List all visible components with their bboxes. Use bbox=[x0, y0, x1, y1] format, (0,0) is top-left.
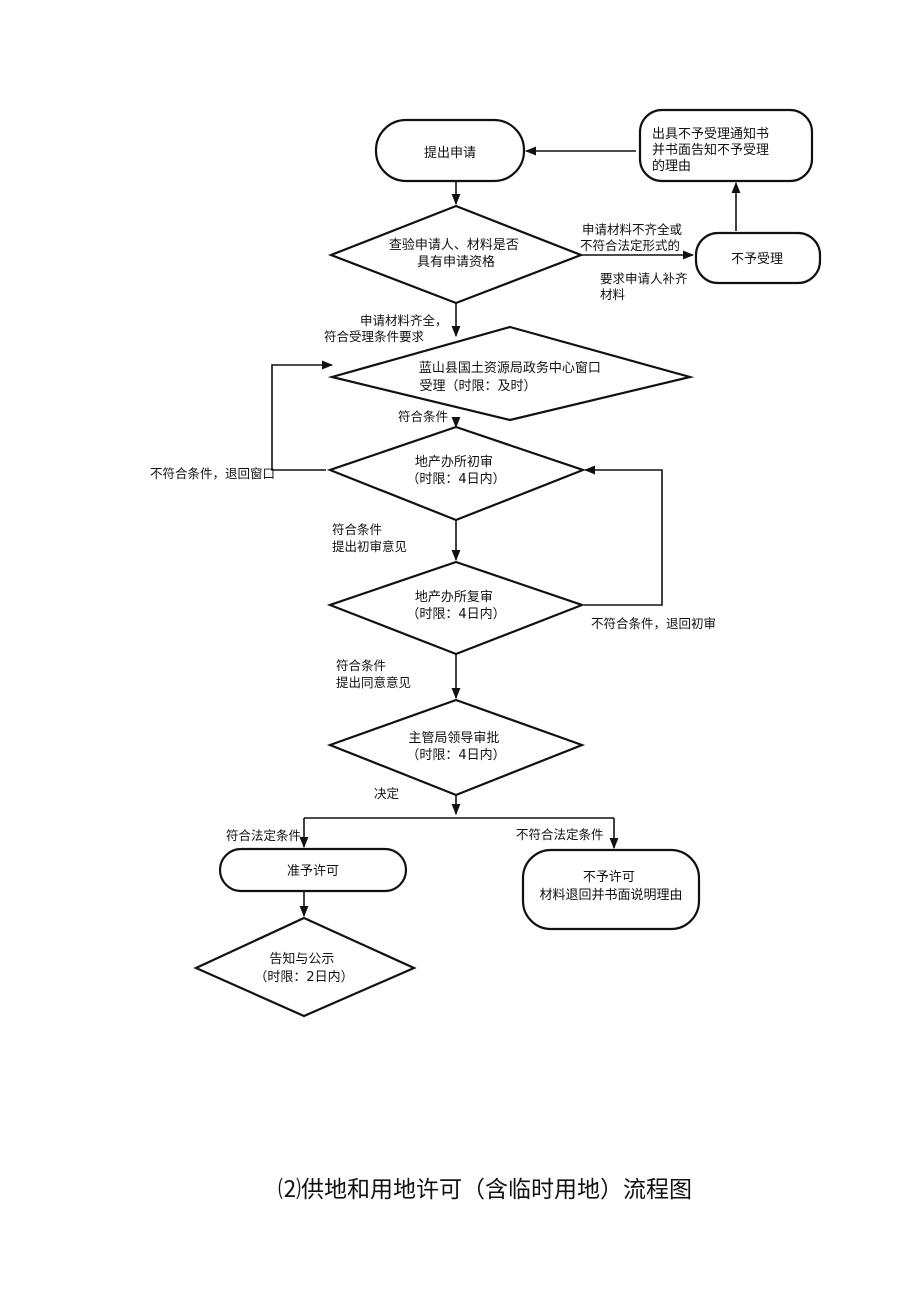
first-opinion-label: 符合条件 提出初审意见 bbox=[332, 522, 407, 554]
first-review-label: 地产办所初审 （时限：4日内） bbox=[406, 455, 505, 487]
supplement-materials-label: 要求申请人补齐 材料 bbox=[600, 271, 692, 302]
window-acceptance-diamond bbox=[327, 325, 695, 422]
edge-first-review-back-to-window bbox=[271, 360, 334, 471]
decision-label: 决定 bbox=[374, 786, 399, 801]
second-review-label: 地产办所复审 （时限：4日内） bbox=[406, 590, 505, 622]
reject-node bbox=[694, 231, 822, 285]
not-legal-conditions-label: 不符合法定条件 bbox=[516, 827, 604, 842]
edge-second-review-back-to-first bbox=[583, 465, 663, 606]
figure-caption: ⑵供地和用地许可（含临时用地）流程图 bbox=[278, 1177, 692, 1203]
first-review-diamond bbox=[326, 425, 587, 522]
notify-label: 告知与公示 （时限：2日内） bbox=[254, 951, 353, 985]
permit-label: 准予许可 bbox=[287, 864, 339, 879]
leader-approval-label: 主管局领导审批 （时限：4日内） bbox=[406, 731, 505, 763]
apply-node bbox=[374, 118, 526, 183]
check-eligibility-diamond bbox=[327, 204, 585, 305]
qualified-label: 符合条件 bbox=[398, 409, 448, 424]
agree-opinion-label: 符合条件 提出同意意见 bbox=[336, 658, 411, 690]
apply-label: 提出申请 bbox=[424, 145, 476, 161]
back-to-window-label: 不符合条件，退回窗口 bbox=[150, 466, 275, 481]
second-review-diamond bbox=[326, 560, 586, 656]
flow-connectors bbox=[271, 146, 741, 918]
window-acceptance-label: 蓝山县国土资源局政务中心窗口 受理（时限：及时） bbox=[419, 360, 605, 394]
flow-node-labels: 提出申请 出具不予受理通知书 并书面告知不予受理 的理由 查验申请人、材料是否 … bbox=[254, 126, 783, 985]
back-to-first-review-label: 不符合条件，退回初审 bbox=[591, 616, 716, 631]
reject-label: 不予受理 bbox=[731, 252, 783, 267]
approval-flowchart: 提出申请 出具不予受理通知书 并书面告知不予受理 的理由 查验申请人、材料是否 … bbox=[150, 108, 822, 1018]
legal-conditions-label: 符合法定条件 bbox=[226, 828, 301, 843]
incomplete-materials-label: 申请材料不齐全或 不符合法定形式的 bbox=[580, 222, 686, 253]
complete-materials-label: 申请材料齐全， 符合受理条件要求 bbox=[324, 313, 452, 344]
no-permit-node bbox=[521, 848, 701, 931]
not-accepted-notice-node bbox=[638, 108, 814, 183]
not-accepted-notice-label: 出具不予受理通知书 并书面告知不予受理 的理由 bbox=[652, 126, 773, 174]
check-eligibility-label: 查验申请人、材料是否 具有申请资格 bbox=[389, 237, 523, 270]
notify-diamond bbox=[193, 916, 417, 1018]
flow-edge-labels: 申请材料不齐全或 不符合法定形式的 要求申请人补齐 材料 申请材料齐全， 符合受… bbox=[150, 222, 716, 843]
no-permit-label: 不予许可 材料退回并书面说明理由 bbox=[539, 870, 682, 903]
leader-approval-diamond bbox=[326, 698, 586, 797]
permit-node bbox=[218, 847, 408, 893]
flow-node-shapes bbox=[193, 108, 822, 1018]
